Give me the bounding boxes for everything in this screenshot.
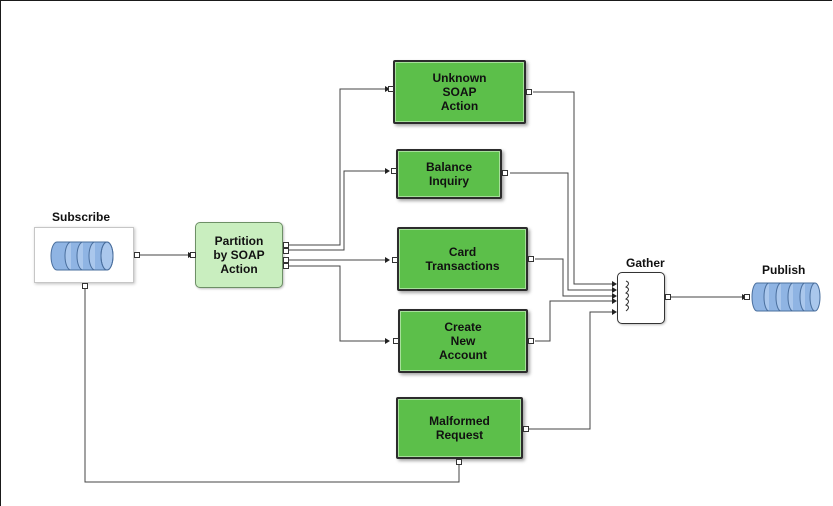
unknown-input-port[interactable] bbox=[388, 86, 394, 92]
gather-output-port[interactable] bbox=[665, 294, 671, 300]
connector-partition-unknown bbox=[289, 88, 385, 246]
balance-output-port[interactable] bbox=[502, 170, 508, 176]
aggregator-icon bbox=[625, 280, 629, 312]
arrowhead bbox=[385, 168, 390, 174]
arrowhead bbox=[612, 298, 617, 304]
message-queue-icon[interactable] bbox=[750, 280, 824, 314]
subscribe-label: Subscribe bbox=[52, 210, 111, 224]
card-transactions-node[interactable]: Card Transactions bbox=[397, 227, 528, 291]
connector-partition-balance bbox=[289, 170, 385, 251]
partition-node[interactable]: Partition by SOAP Action bbox=[195, 222, 283, 288]
partition-output-port[interactable] bbox=[283, 263, 289, 269]
gather-node[interactable] bbox=[617, 272, 665, 324]
gather-label: Gather bbox=[626, 256, 665, 270]
arrowhead bbox=[385, 257, 390, 263]
message-queue-icon bbox=[50, 241, 114, 271]
create-output-port[interactable] bbox=[528, 338, 534, 344]
connector-subscribe-malformed bbox=[84, 288, 460, 483]
create-new-account-node[interactable]: Create New Account bbox=[398, 309, 528, 373]
connector-card-gather bbox=[535, 258, 612, 297]
connector-partition-create bbox=[289, 265, 385, 342]
connector-unknown-gather bbox=[533, 91, 612, 285]
arrowhead bbox=[612, 287, 617, 293]
partition-output-port[interactable] bbox=[283, 257, 289, 263]
malformed-request-node[interactable]: Malformed Request bbox=[396, 397, 523, 459]
balance-input-port[interactable] bbox=[391, 168, 397, 174]
malformed-output-port[interactable] bbox=[523, 426, 529, 432]
malformed-input-port[interactable] bbox=[456, 459, 462, 465]
unknown-soap-action-node[interactable]: Unknown SOAP Action bbox=[393, 60, 526, 124]
create-input-port[interactable] bbox=[393, 338, 399, 344]
subscribe-output-port[interactable] bbox=[134, 252, 140, 258]
connector-create-gather bbox=[535, 300, 612, 342]
connector-malformed-gather bbox=[529, 311, 612, 430]
arrowhead bbox=[612, 281, 617, 287]
subscribe-queue[interactable] bbox=[34, 227, 134, 283]
arrowhead bbox=[385, 86, 390, 92]
balance-inquiry-node[interactable]: Balance Inquiry bbox=[396, 149, 502, 199]
subscribe-output-port[interactable] bbox=[82, 283, 88, 289]
partition-input-port[interactable] bbox=[190, 252, 196, 258]
publish-input-port[interactable] bbox=[744, 294, 750, 300]
partition-output-port[interactable] bbox=[283, 242, 289, 248]
card-input-port[interactable] bbox=[392, 257, 398, 263]
arrowhead bbox=[612, 293, 617, 299]
card-output-port[interactable] bbox=[528, 256, 534, 262]
arrowhead bbox=[612, 309, 617, 315]
publish-label: Publish bbox=[762, 263, 806, 277]
connector-balance-gather bbox=[510, 172, 612, 291]
partition-output-port[interactable] bbox=[283, 248, 289, 254]
arrowhead bbox=[385, 338, 390, 344]
unknown-output-port[interactable] bbox=[526, 89, 532, 95]
